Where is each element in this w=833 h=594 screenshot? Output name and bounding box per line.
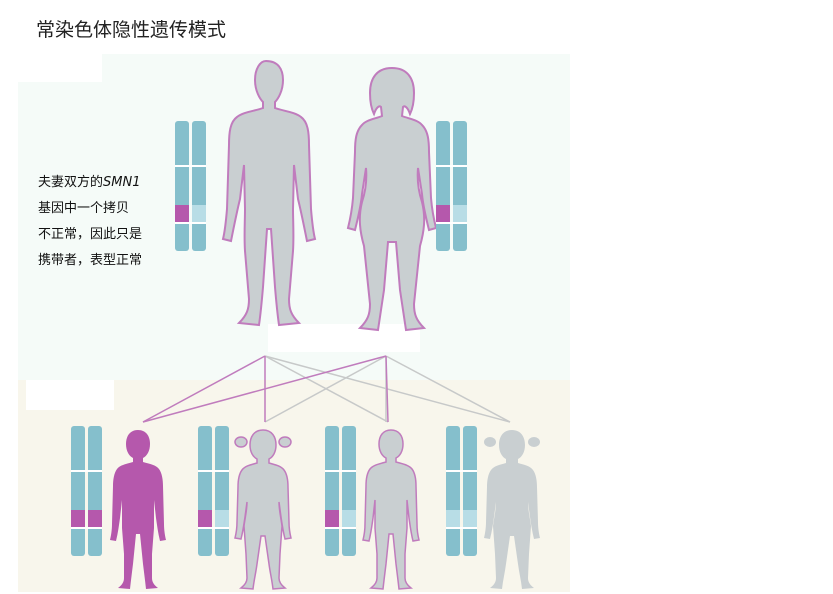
inheritance-lines: [142, 355, 511, 423]
desc-prefix: 夫妻双方的: [38, 175, 104, 190]
carrier-description: 夫妻双方的SMN1 基因中一个拷贝 不正常，因此只是 携带者，表型正常: [38, 170, 178, 274]
mother-chromosome-pair-icon: [436, 121, 467, 251]
child3-chromosome-pair-icon: [325, 426, 356, 556]
children-label-box: [26, 380, 114, 410]
girl-figure-icon: [234, 429, 292, 590]
cross-label-box: [268, 324, 420, 352]
page-title: 常染色体隐性遗传模式: [36, 19, 227, 41]
female-figure-icon: [347, 67, 437, 331]
girl-figure-icon: [484, 430, 540, 589]
child4-chromosome-pair-icon: [446, 426, 477, 556]
children-panel: [18, 380, 570, 592]
desc-line-3: 不正常，因此只是: [38, 227, 143, 242]
boy-figure-icon: [362, 429, 420, 590]
child2-chromosome-pair-icon: [198, 426, 229, 556]
boy-figure-icon: [110, 430, 166, 589]
child1-chromosome-pair-icon: [71, 426, 102, 556]
desc-line-4: 携带者，表型正常: [38, 253, 143, 268]
male-figure-icon: [222, 60, 316, 326]
parents-label-box: [18, 54, 102, 82]
gene-name: SMN1: [103, 175, 141, 190]
desc-line-2: 基因中一个拷贝: [38, 201, 130, 216]
father-chromosome-pair-icon: [175, 121, 206, 251]
